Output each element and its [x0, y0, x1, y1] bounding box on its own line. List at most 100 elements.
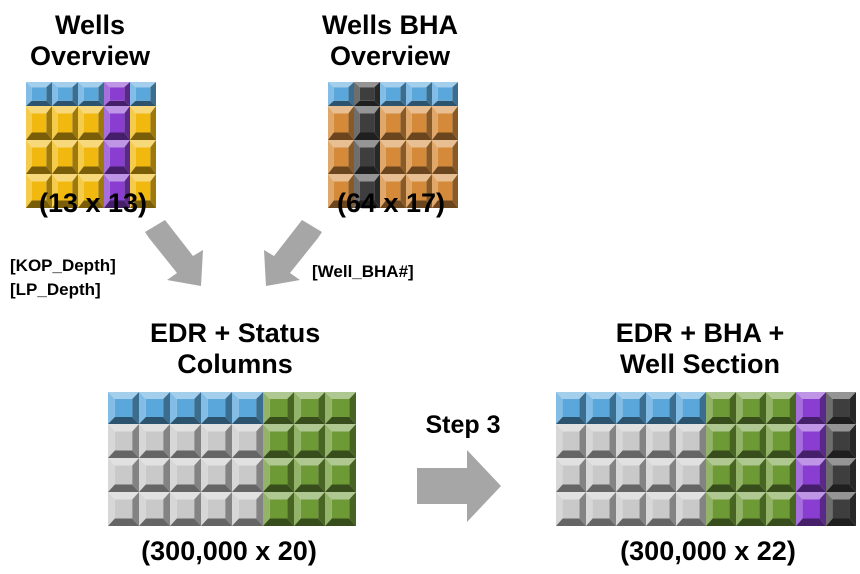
table-cell — [586, 492, 616, 526]
table-cell — [406, 140, 432, 174]
table-cell — [796, 424, 826, 458]
table-cell — [201, 492, 232, 526]
table-cell — [328, 174, 354, 208]
table-header-cell — [380, 82, 406, 106]
merge-arrow-right — [264, 220, 322, 286]
table-cell — [796, 492, 826, 526]
wells-overview-title-line2: Overview — [29, 41, 151, 71]
table-cell — [325, 458, 356, 492]
table-cell — [556, 424, 586, 458]
table-cell — [432, 106, 458, 140]
table-header-cell — [736, 392, 766, 424]
table-cell — [325, 492, 356, 526]
table-cell — [78, 106, 104, 140]
table-cell — [52, 106, 78, 140]
table-cell — [328, 140, 354, 174]
join-key-lp-depth: [LP_Depth] — [10, 280, 101, 299]
table-cell — [706, 424, 736, 458]
step-arrow-shape — [417, 450, 501, 522]
table-header-cell — [646, 392, 676, 424]
table-cell — [108, 492, 139, 526]
table-cell — [586, 458, 616, 492]
merge-arrow-right-shape — [264, 220, 322, 286]
join-key-left: [KOP_Depth] [LP_Depth] — [10, 254, 116, 302]
wells-overview-title: Wells Overview — [20, 10, 160, 72]
table-cell — [130, 140, 156, 174]
table-cell — [108, 424, 139, 458]
table-header-cell — [294, 392, 325, 424]
table-header-cell — [325, 392, 356, 424]
table-cell — [170, 424, 201, 458]
table-cell — [26, 140, 52, 174]
table-cell — [104, 174, 130, 208]
table-cell — [826, 492, 856, 526]
table-cell — [263, 492, 294, 526]
table-cell — [646, 424, 676, 458]
table-header-cell — [108, 392, 139, 424]
table-cell — [139, 424, 170, 458]
table-cell — [130, 174, 156, 208]
table-cell — [766, 424, 796, 458]
table-cell — [736, 458, 766, 492]
table-cell — [170, 492, 201, 526]
table-cell — [139, 458, 170, 492]
step-arrow — [417, 450, 501, 522]
table-cell — [294, 492, 325, 526]
table-cell — [432, 174, 458, 208]
edr-status-title: EDR + Status Columns — [150, 318, 320, 380]
table-cell — [263, 458, 294, 492]
table-cell — [26, 174, 52, 208]
step-label: Step 3 — [425, 411, 501, 439]
edr-status-title-line2: Columns — [177, 349, 293, 379]
table-cell — [104, 106, 130, 140]
table-cell — [232, 424, 263, 458]
join-key-kop-depth: [KOP_Depth] — [10, 256, 116, 275]
table-cell — [380, 140, 406, 174]
table-cell — [646, 458, 676, 492]
table-header-cell — [26, 82, 52, 106]
merge-arrow-left-shape — [145, 220, 203, 286]
table-cell — [736, 424, 766, 458]
table-cell — [676, 492, 706, 526]
table-cell — [263, 424, 294, 458]
table-cell — [796, 458, 826, 492]
table-header-cell — [263, 392, 294, 424]
table-cell — [78, 140, 104, 174]
wells-bha-overview-table — [328, 82, 458, 208]
table-header-cell — [432, 82, 458, 106]
table-cell — [616, 492, 646, 526]
edr-status-title-line1: EDR + Status — [150, 318, 321, 348]
wells-overview-title-line1: Wells — [54, 10, 126, 40]
table-cell — [139, 492, 170, 526]
table-header-cell — [78, 82, 104, 106]
edr-status-dimensions: (300,000 x 20) — [141, 536, 317, 566]
table-cell — [736, 492, 766, 526]
table-cell — [706, 458, 736, 492]
table-header-cell — [826, 392, 856, 424]
wells-bha-overview-title: Wells BHA Overview — [305, 10, 475, 72]
table-cell — [432, 140, 458, 174]
table-cell — [676, 458, 706, 492]
wells-overview-dimensions: (13 x 13) — [38, 188, 148, 218]
table-cell — [826, 458, 856, 492]
table-header-cell — [201, 392, 232, 424]
edr-status-table — [108, 392, 356, 526]
table-cell — [766, 492, 796, 526]
table-header-cell — [170, 392, 201, 424]
wells-bha-overview-dimensions: (64 x 17) — [336, 188, 446, 218]
table-header-cell — [706, 392, 736, 424]
table-header-cell — [616, 392, 646, 424]
table-cell — [586, 424, 616, 458]
table-cell — [78, 174, 104, 208]
table-header-cell — [586, 392, 616, 424]
table-cell — [826, 424, 856, 458]
table-header-cell — [104, 82, 130, 106]
table-cell — [328, 106, 354, 140]
table-header-cell — [766, 392, 796, 424]
table-cell — [26, 106, 52, 140]
table-cell — [354, 174, 380, 208]
wells-bha-overview-title-line1: Wells BHA — [321, 10, 459, 40]
table-cell — [406, 174, 432, 208]
table-cell — [170, 458, 201, 492]
table-cell — [104, 140, 130, 174]
